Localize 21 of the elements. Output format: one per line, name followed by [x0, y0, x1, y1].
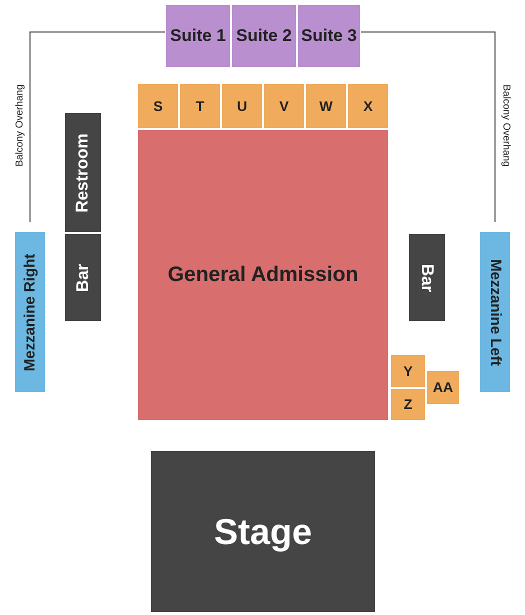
balcony-label: Balcony Overhang [14, 84, 26, 166]
seating-section: U [221, 83, 263, 129]
restroom-area: Restroom [64, 112, 102, 233]
seating-section: S [137, 83, 179, 129]
bar-area: Bar [64, 233, 102, 322]
suite-section: Suite 3 [297, 4, 361, 68]
bar-area: Bar [408, 233, 446, 322]
seating-section: Y [390, 354, 426, 388]
stage-area: Stage [150, 450, 376, 613]
general-admission-floor: General Admission [137, 129, 389, 421]
seating-section: V [263, 83, 305, 129]
mezzanine-section: Mezzanine Right [14, 231, 46, 393]
suite-section: Suite 1 [165, 4, 231, 68]
mezzanine-section: Mezzanine Left [479, 231, 511, 393]
suite-section: Suite 2 [231, 4, 297, 68]
balcony-label: Balcony Overhang [500, 84, 512, 166]
seating-section: AA [426, 370, 460, 405]
seating-section: X [347, 83, 389, 129]
seating-section: W [305, 83, 347, 129]
seating-section: T [179, 83, 221, 129]
seating-section: Z [390, 388, 426, 421]
